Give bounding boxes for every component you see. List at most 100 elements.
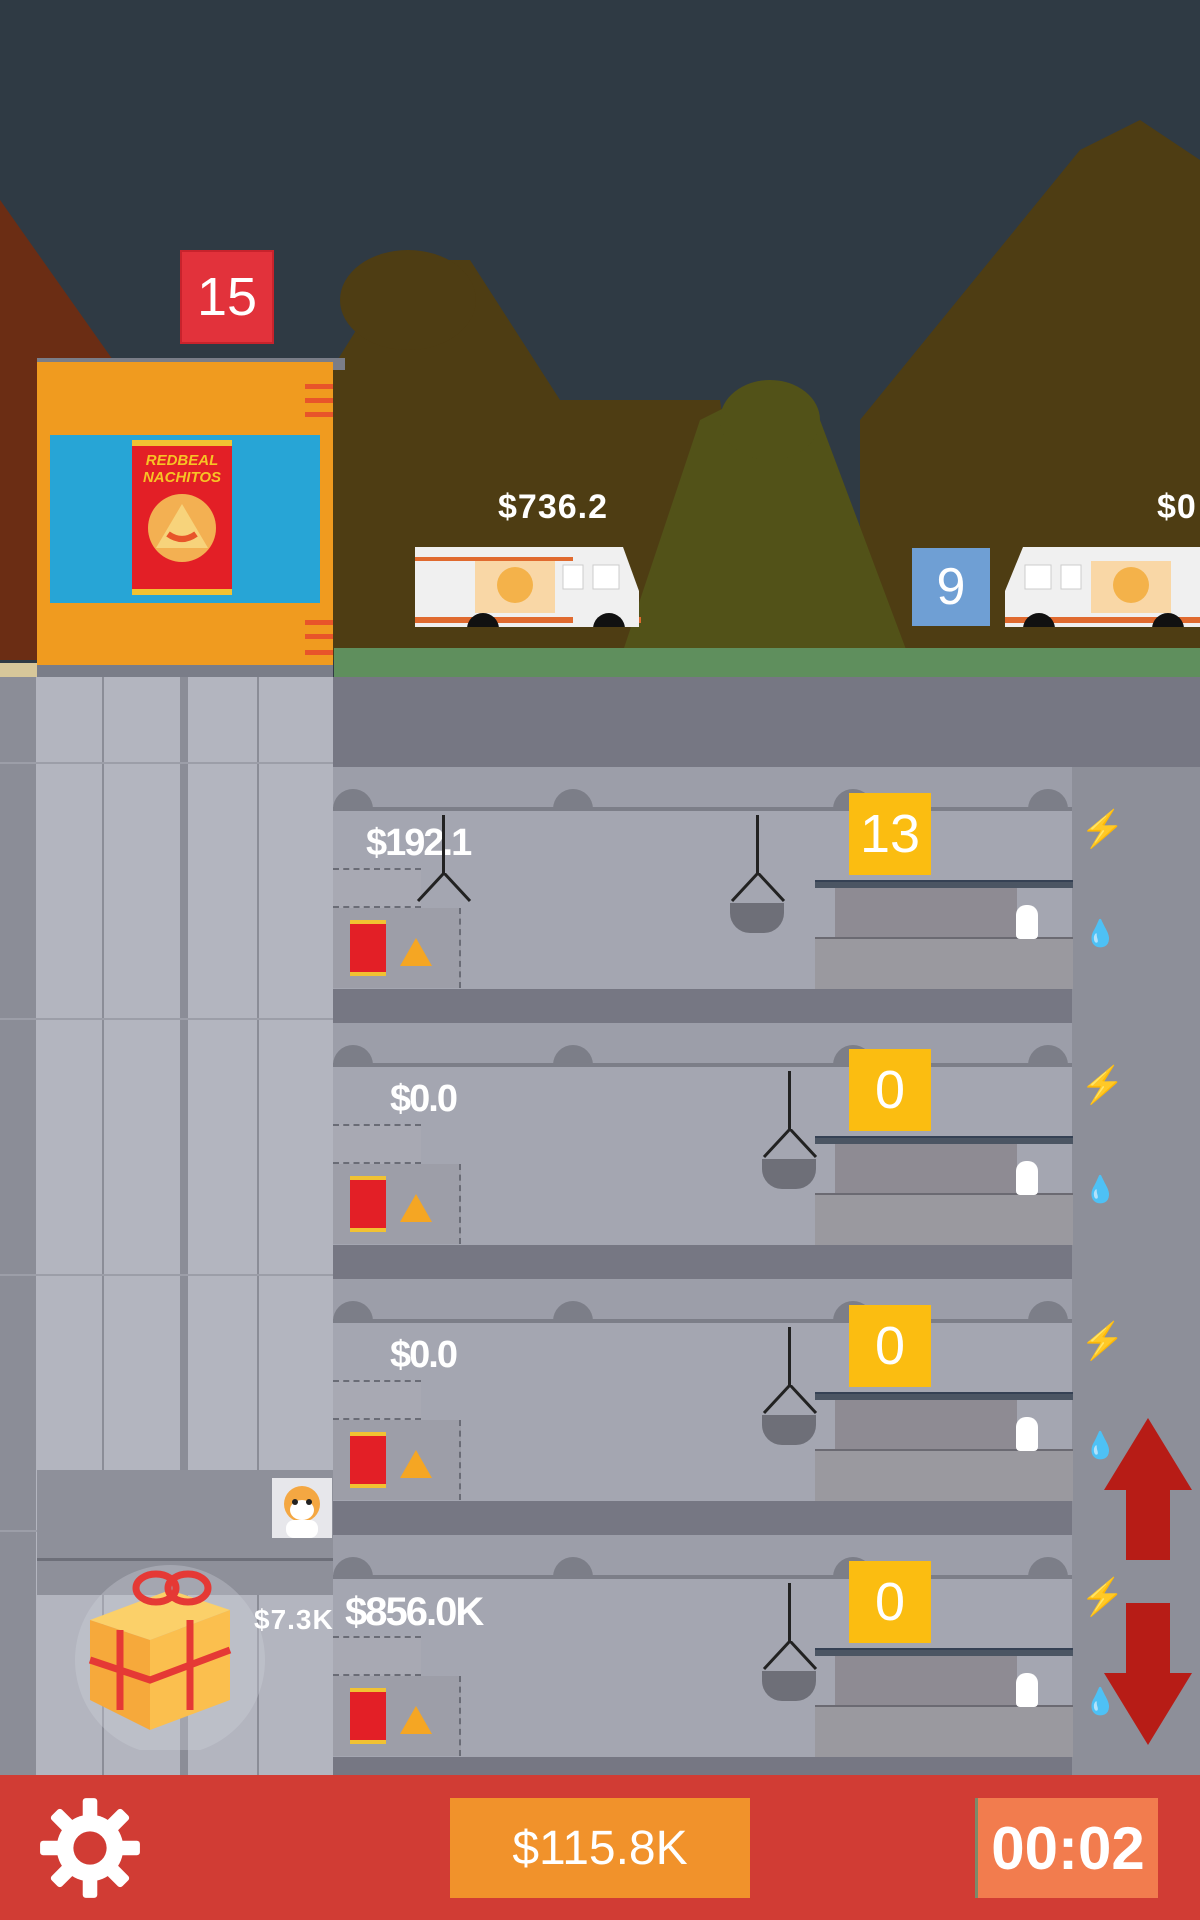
level-floor <box>333 1501 1072 1541</box>
level-2-conveyor-belt <box>815 1136 1073 1144</box>
level-4-crate-lid <box>333 1636 421 1676</box>
level-1-stored-money: $192.1 <box>366 822 472 864</box>
settings-gear-icon[interactable] <box>38 1796 142 1900</box>
nachos-bag-image: REDBEAL NACHITOS <box>132 440 232 595</box>
truck-level-badge[interactable]: 9 <box>912 548 990 626</box>
level-1-lightning-icon: ⚡ <box>1080 808 1125 849</box>
level-1-miner-hamster-icon <box>1016 905 1038 939</box>
level-ceiling <box>333 1535 1072 1575</box>
level-2-miner-hamster-icon <box>1016 1161 1038 1195</box>
level-3-conveyor-belt <box>815 1392 1073 1400</box>
level-2-lightning-icon: ⚡ <box>1080 1064 1125 1105</box>
level-3-crate-lid <box>333 1380 421 1420</box>
level-3-warning-icon <box>400 1450 432 1478</box>
factory-vent <box>305 412 333 417</box>
ceiling-lamp <box>1028 789 1068 809</box>
ceiling-rail <box>333 1575 1072 1579</box>
ceiling-lamp <box>1028 1045 1068 1065</box>
ceiling-lamp <box>553 1301 593 1321</box>
bag-brand-line2: NACHITOS <box>142 469 222 486</box>
level-3-worker-count[interactable]: 0 <box>849 1305 931 1387</box>
ceiling-lamp <box>553 1557 593 1577</box>
shaft-floor-line <box>0 1274 333 1276</box>
level-1-machine-base <box>815 937 1073 989</box>
grass-strip <box>334 648 1200 678</box>
gift-cost: $7.3K <box>254 1604 334 1635</box>
hamster-icon <box>284 1486 320 1538</box>
level-3-stored-money: $0.0 <box>390 1334 458 1376</box>
bag-brand-line1: REDBEAL <box>145 452 219 469</box>
ceiling-lamp <box>333 789 373 809</box>
factory-vent <box>305 398 333 403</box>
truck-2-money: $0 <box>1157 488 1197 526</box>
ceiling-lamp <box>1028 1301 1068 1321</box>
level-4-ore-bucket <box>762 1671 816 1701</box>
level-2-worker-count[interactable]: 0 <box>849 1049 931 1131</box>
arrow-down-icon[interactable] <box>1104 1603 1192 1745</box>
level-3-machine-base <box>815 1449 1073 1501</box>
level-1-warning-icon <box>400 938 432 966</box>
gift-box-icon[interactable] <box>70 1550 270 1750</box>
delivery-truck-2[interactable] <box>1005 545 1200 627</box>
level-4-digging-machine <box>835 1656 1017 1710</box>
level-1-water-drop-icon: 💧 <box>1084 918 1117 948</box>
level-4-worker-count[interactable]: 0 <box>849 1561 931 1643</box>
level-4-miner-hamster-icon <box>1016 1673 1038 1707</box>
factory-level-badge[interactable]: 15 <box>180 250 274 344</box>
level-ceiling <box>333 1023 1072 1063</box>
elevator-operator[interactable] <box>272 1478 332 1538</box>
ceiling-rail <box>333 1319 1072 1323</box>
factory-vent <box>305 620 333 625</box>
level-1-ore-bucket <box>730 903 784 933</box>
level-4-nachos-bag <box>350 1688 386 1744</box>
factory-vent <box>305 384 333 389</box>
level-3-mine-cable <box>788 1327 791 1387</box>
ceiling-lamp <box>333 1301 373 1321</box>
factory-base <box>37 665 333 677</box>
factory-vent <box>305 634 333 639</box>
level-floor <box>333 1245 1072 1285</box>
level-4-conveyor-belt <box>815 1648 1073 1656</box>
level-2-digging-machine <box>835 1144 1017 1198</box>
level-2-water-drop-icon: 💧 <box>1084 1174 1117 1204</box>
ceiling-rail <box>333 807 1072 811</box>
level-2-machine-base <box>815 1193 1073 1245</box>
delivery-truck-1[interactable] <box>413 545 641 627</box>
level-3-ore-bucket <box>762 1415 816 1445</box>
level-4-mine-cable <box>788 1583 791 1643</box>
factory-vent <box>305 650 333 655</box>
level-2-ore-bucket <box>762 1159 816 1189</box>
level-3-digging-machine <box>835 1400 1017 1454</box>
level-4-lightning-icon: ⚡ <box>1080 1576 1125 1617</box>
shaft-column <box>257 677 259 1775</box>
boost-timer[interactable]: 00:02 <box>975 1798 1158 1898</box>
level-3-water-drop-icon: 💧 <box>1084 1430 1117 1460</box>
ceiling-lamp <box>553 1045 593 1065</box>
level-2-nachos-bag <box>350 1176 386 1232</box>
level-1-crane-cable <box>442 815 445 875</box>
nacho-chip-icon <box>148 494 216 562</box>
level-2-mine-cable <box>788 1071 791 1131</box>
level-1-crane-claw <box>416 873 472 903</box>
ceiling-lamp <box>333 1045 373 1065</box>
elevator-cabin-floor <box>37 1558 333 1561</box>
level-4-water-drop-icon: 💧 <box>1084 1686 1117 1716</box>
level-1-worker-count[interactable]: 13 <box>849 793 931 875</box>
cash-total-button[interactable]: $115.8K <box>450 1798 750 1898</box>
truck-1-money: $736.2 <box>498 488 608 526</box>
level-1-mine-claw <box>730 873 786 903</box>
level-3-mine-claw <box>762 1385 818 1415</box>
shaft-column <box>102 677 104 1775</box>
arrow-up-icon[interactable] <box>1104 1418 1192 1560</box>
level-3-miner-hamster-icon <box>1016 1417 1038 1451</box>
level-4-machine-base <box>815 1705 1073 1757</box>
mine-top-floor <box>333 677 1200 767</box>
shaft-floor-line <box>0 1018 333 1020</box>
level-1-digging-machine <box>835 888 1017 942</box>
level-2-crate-lid <box>333 1124 421 1164</box>
level-4-stored-money: $856.0K <box>345 1590 484 1634</box>
level-1-crate-lid <box>333 868 421 908</box>
ground-strip <box>0 663 38 677</box>
level-2-stored-money: $0.0 <box>390 1078 458 1120</box>
